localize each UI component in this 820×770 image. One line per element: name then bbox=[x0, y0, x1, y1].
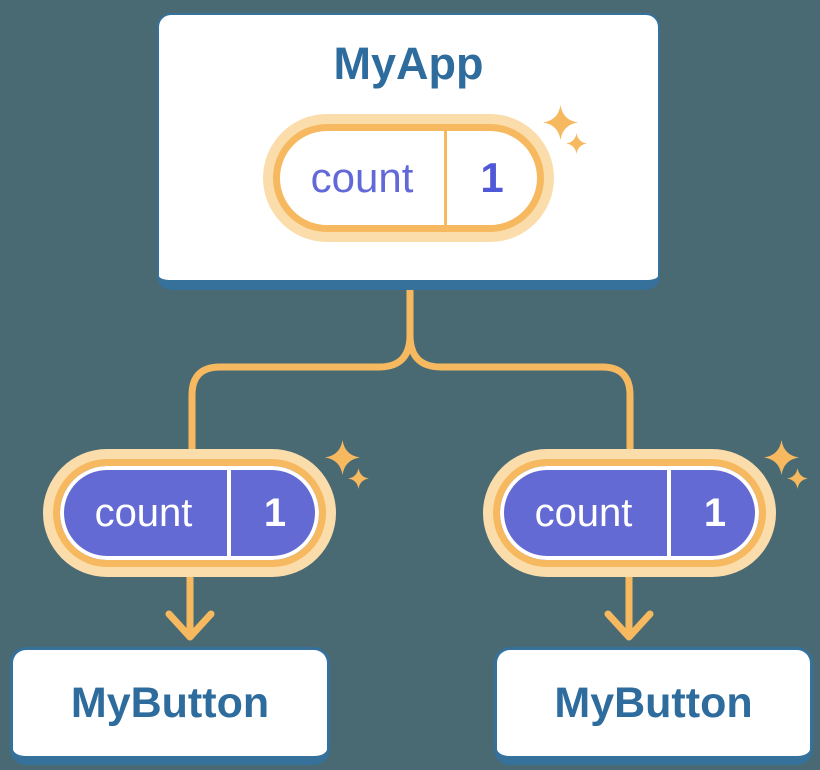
state-pill-name: count bbox=[310, 154, 414, 201]
arrow-head-left bbox=[165, 610, 215, 641]
child-component-title: MyButton bbox=[554, 678, 753, 727]
child-component-card-left: MyButton bbox=[10, 647, 330, 765]
arrow-head-right bbox=[604, 610, 654, 641]
prop-pill-left: count 1 bbox=[53, 459, 326, 567]
sparkle-icon bbox=[764, 440, 808, 489]
root-component-title: MyApp bbox=[333, 38, 484, 89]
sparkle-icon bbox=[325, 440, 369, 489]
state-pill-root: count 1 bbox=[273, 124, 544, 232]
child-component-title: MyButton bbox=[70, 678, 270, 727]
branch-line-right bbox=[406, 280, 634, 456]
prop-pill-value: 1 bbox=[227, 466, 319, 560]
child-component-card-right: MyButton bbox=[494, 647, 813, 765]
prop-pill-value: 1 bbox=[667, 466, 759, 560]
prop-pill-right: count 1 bbox=[493, 459, 766, 567]
prop-pill-name: count bbox=[94, 490, 193, 535]
sparkle-icon bbox=[543, 105, 587, 154]
state-pill-value: 1 bbox=[444, 131, 537, 225]
prop-pill-name: count bbox=[534, 490, 633, 535]
branch-line-left bbox=[188, 280, 414, 456]
